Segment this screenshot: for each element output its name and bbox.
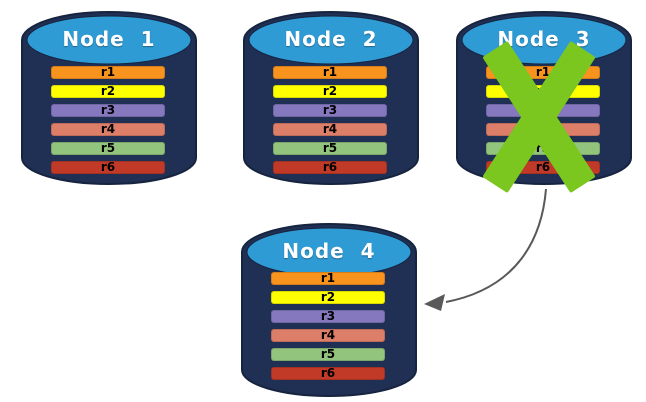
database-cylinder-icon bbox=[243, 11, 419, 185]
replica-row: r5 bbox=[51, 142, 165, 155]
replica-row: r2 bbox=[273, 85, 387, 98]
replica-row: r5 bbox=[273, 142, 387, 155]
replica-rows: r1 r2 r3 r4 r5 r6 bbox=[51, 66, 165, 180]
replica-row: r6 bbox=[271, 367, 385, 380]
node-4: Node 4 r1 r2 r3 r4 r5 r6 bbox=[240, 222, 418, 400]
node-title: Node 2 bbox=[284, 27, 378, 51]
node-2: Node 2 r1 r2 r3 r4 r5 r6 bbox=[242, 10, 420, 188]
replica-rows: r1 r2 r3 r4 r5 r6 bbox=[273, 66, 387, 180]
replica-row: r3 bbox=[51, 104, 165, 117]
replica-row: r4 bbox=[273, 123, 387, 136]
node-1: Node 1 r1 r2 r3 r4 r5 r6 bbox=[20, 10, 198, 188]
node-title: Node 1 bbox=[62, 27, 156, 51]
replica-row: r1 bbox=[273, 66, 387, 79]
replica-row: r6 bbox=[273, 161, 387, 174]
replica-row: r4 bbox=[271, 329, 385, 342]
replica-row: r1 bbox=[271, 272, 385, 285]
replica-row: r3 bbox=[271, 310, 385, 323]
arrowhead-icon bbox=[424, 294, 445, 311]
node-title: Node 4 bbox=[282, 239, 376, 263]
replica-row: r6 bbox=[51, 161, 165, 174]
replica-row: r4 bbox=[51, 123, 165, 136]
replica-row: r1 bbox=[51, 66, 165, 79]
replica-row: r2 bbox=[51, 85, 165, 98]
replica-row: r3 bbox=[273, 104, 387, 117]
node-3: Node 3 r1 r2 r3 r4 r5 r6 bbox=[455, 10, 633, 193]
replica-row: r2 bbox=[271, 291, 385, 304]
replica-row: r5 bbox=[271, 348, 385, 361]
database-cylinder-icon bbox=[21, 11, 197, 185]
failure-x-icon bbox=[483, 41, 595, 193]
replica-rows: r1 r2 r3 r4 r5 r6 bbox=[271, 272, 385, 386]
